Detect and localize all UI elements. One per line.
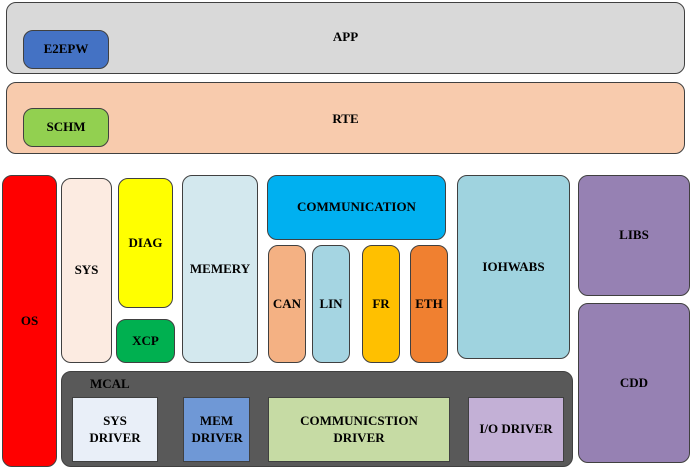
mem-driver-label: MEM DRIVER — [191, 413, 243, 445]
e2epw-label: E2EPW — [43, 41, 89, 57]
eth-label: ETH — [415, 295, 443, 311]
communication-label: COMMUNICATION — [297, 199, 416, 215]
diag-label: DIAG — [128, 234, 163, 250]
os-block: OS — [2, 175, 57, 467]
lin-label: LIN — [319, 295, 343, 311]
diag-block: DIAG — [118, 178, 173, 308]
lin-block: LIN — [312, 245, 350, 363]
schm-label: SCHM — [46, 119, 86, 135]
mcal-label: MCAL — [90, 376, 130, 391]
xcp-label: XCP — [132, 332, 159, 348]
sys-block: SYS — [61, 178, 112, 363]
memery-block: MEMERY — [182, 175, 258, 363]
sys-label: SYS — [74, 262, 99, 278]
cdd-label: CDD — [619, 374, 649, 390]
xcp-block: XCP — [116, 319, 175, 363]
io-driver-label: I/O DRIVER — [479, 421, 553, 437]
communication-driver-block: COMMUNICSTION DRIVER — [268, 397, 450, 462]
iohwabs-block: IOHWABS — [457, 175, 570, 359]
iohwabs-label: IOHWABS — [482, 258, 545, 274]
eth-block: ETH — [410, 245, 448, 363]
schm-block: SCHM — [23, 108, 109, 147]
can-label: CAN — [272, 295, 302, 311]
communication-driver-label: COMMUNICSTION DRIVER — [300, 413, 418, 445]
memery-label: MEMERY — [189, 260, 251, 276]
libs-label: LIBS — [619, 227, 649, 243]
os-label: OS — [20, 312, 39, 328]
io-driver-block: I/O DRIVER — [468, 397, 564, 462]
rte-label: RTE — [332, 111, 359, 126]
rte-layer: RTE — [6, 82, 685, 154]
sys-driver-block: SYS DRIVER — [72, 397, 158, 462]
fr-label: FR — [372, 295, 390, 311]
sys-driver-label: SYS DRIVER — [89, 413, 141, 445]
communication-block: COMMUNICATION — [267, 175, 446, 240]
e2epw-block: E2EPW — [23, 30, 109, 69]
libs-block: LIBS — [578, 175, 690, 296]
app-layer: APP — [6, 2, 685, 74]
fr-block: FR — [362, 245, 400, 363]
app-label: APP — [332, 29, 359, 44]
cdd-block: CDD — [578, 303, 690, 463]
mem-driver-block: MEM DRIVER — [183, 397, 250, 462]
can-block: CAN — [268, 245, 306, 363]
